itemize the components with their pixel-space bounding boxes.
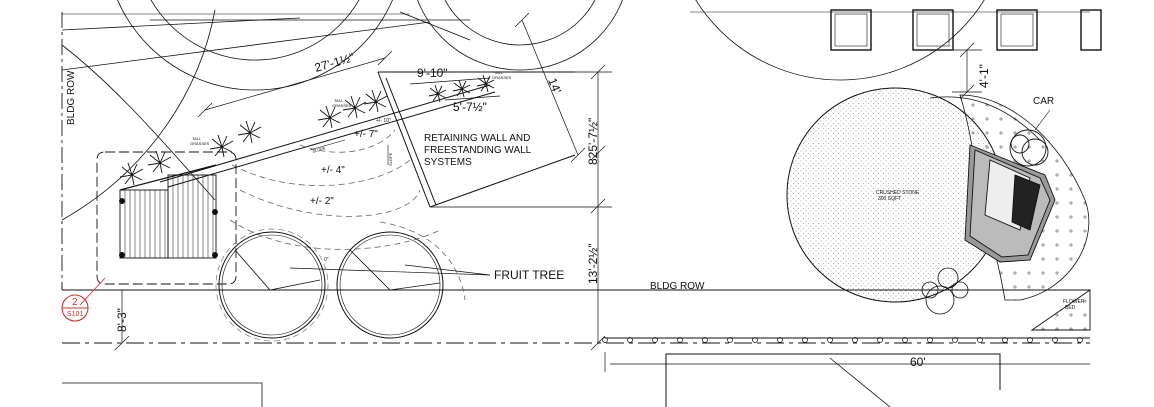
tall-grasses-label-3a: TALL — [494, 70, 504, 75]
dim-4-text: 4'-1" — [977, 64, 991, 88]
dim-825-text: 825'-7½" — [586, 118, 600, 165]
retaining-wall-label-3: SYSTEMS — [424, 157, 472, 168]
bldg-row-bottom-label: BLDG ROW — [650, 281, 705, 292]
flower-bed-label-2: BED — [1065, 305, 1076, 311]
dim-14ft — [514, 12, 586, 163]
tall-grasses — [119, 74, 495, 186]
dim-14-text: 14' — [545, 76, 564, 96]
tall-grasses-label-1a: TALL — [192, 136, 202, 141]
dim-27ft — [197, 50, 393, 118]
fence-posts — [602, 337, 1083, 343]
tall-grasses-label-3b: GRASSES — [492, 75, 512, 80]
fruit-trees — [215, 228, 491, 342]
dim-9-text: 9'-10" — [417, 66, 448, 80]
slope-label-1: SLOPE — [312, 145, 327, 154]
car — [964, 109, 1056, 263]
bldg-row-left-label: BLDG ROW — [66, 70, 77, 125]
dim-27-text: 27'-1½" — [313, 50, 356, 75]
dim-8-text: 8'-3" — [115, 308, 129, 332]
gate-outline — [96, 151, 237, 285]
flower-bed — [1030, 289, 1091, 331]
elev-7-text: +/- 7" — [354, 129, 378, 140]
car-label: CAR — [1033, 96, 1054, 107]
elev-10-text: +/- 10" — [376, 118, 391, 124]
tree-canopies-top — [117, 0, 985, 91]
tall-grasses-label-1b: GRASSES — [190, 141, 210, 146]
crushed-stone-label-1: CRUSHED STONE — [876, 190, 920, 196]
canopy-lines — [61, 9, 471, 221]
dim-5-text: 5'-7½" — [453, 100, 487, 114]
dim-8ft — [114, 290, 130, 351]
flower-bed-label-1: FLOWER — [1063, 299, 1085, 305]
retaining-wall — [159, 71, 576, 208]
elev-4-text: +/- 4" — [321, 165, 345, 176]
callout-number: 2 — [72, 297, 78, 308]
tall-grasses-label-2a: TALL — [334, 98, 344, 103]
elev-0-text: 0" — [324, 257, 329, 263]
elev-2-text: +/- 2" — [310, 196, 334, 207]
retaining-wall-label-2: FREESTANDING WALL — [424, 145, 532, 156]
callout-sheet: S101 — [67, 311, 83, 318]
retaining-wall-label-1: RETAINING WALL AND — [424, 133, 530, 144]
dim-13-text: 13'-2½" — [586, 243, 600, 284]
building-windows — [830, 9, 1102, 51]
crushed-stone-label-2: 300 SQFT — [878, 196, 901, 202]
dim-60-text: 60' — [910, 355, 926, 369]
tall-grasses-label-2b: GRASSES — [332, 103, 352, 108]
fruit-tree-label: FRUIT TREE — [494, 268, 564, 282]
slope-label-2: SLOPE — [388, 152, 393, 166]
dim-60ft — [604, 352, 1090, 372]
gate — [119, 164, 218, 259]
